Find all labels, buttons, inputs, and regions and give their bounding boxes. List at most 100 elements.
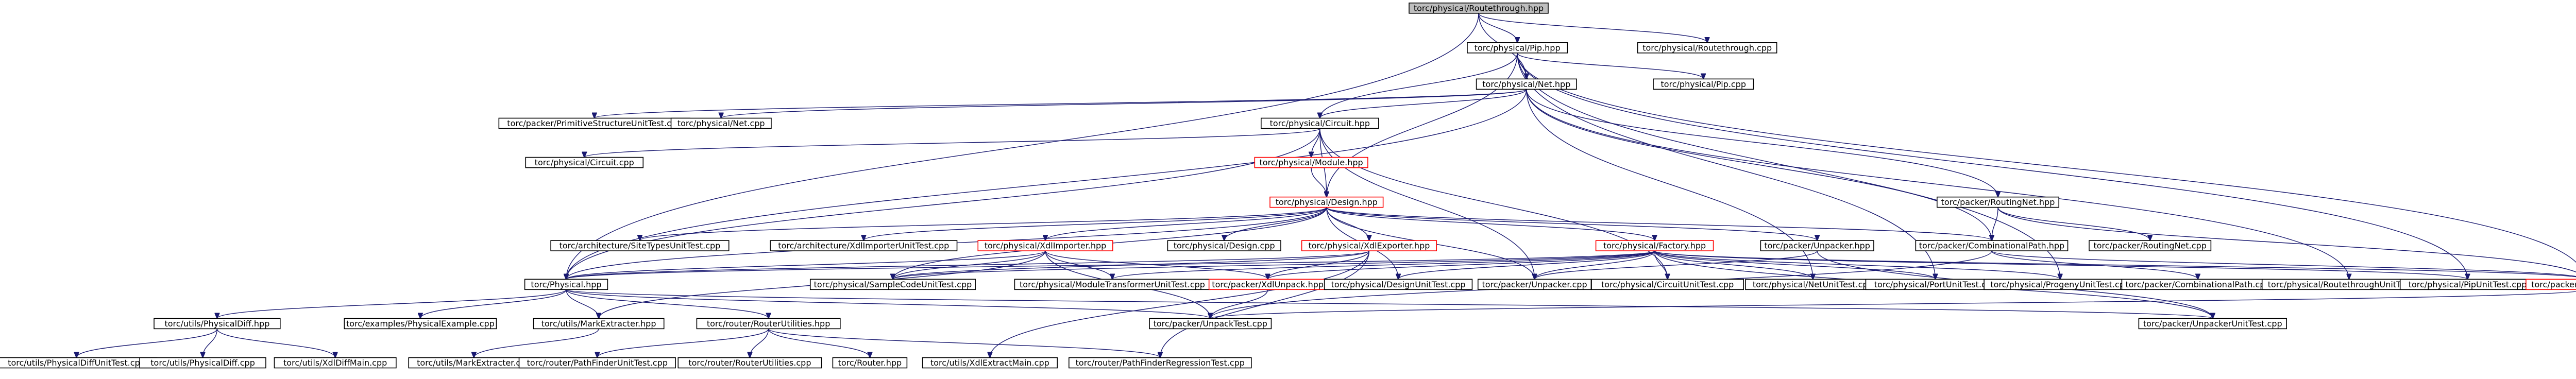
node-label: torc/physical/Factory.hpp [1603, 241, 1706, 251]
file-node-xdlimp-ut[interactable]: torc/architecture/XdlImporterUnitTest.cp… [770, 240, 958, 251]
file-node-physdiff-hpp[interactable]: torc/utils/PhysicalDiff.hpp [154, 318, 281, 330]
file-node-rt-hpp[interactable]: torc/physical/Routethrough.hpp [1409, 2, 1549, 14]
node-box [809, 279, 976, 290]
node-label: torc/physical/XdlImporter.hpp [985, 241, 1107, 251]
node-label: torc/physical/Circuit.cpp [535, 158, 634, 167]
edge-physdiff-hpp-to-physdiff-cpp [203, 329, 218, 357]
file-node-rt-ut[interactable]: torc/physical/RoutethroughUnitTest.cpp [2261, 279, 2436, 290]
file-node-factory-hpp[interactable]: torc/physical/Factory.hpp [1595, 240, 1714, 251]
node-box [550, 240, 730, 251]
edge-factory-hpp-to-progeny-ut [1654, 250, 2060, 279]
node-label: torc/physical/CircuitUnitTest.cpp [1601, 280, 1734, 289]
file-node-xdlexp-hpp[interactable]: torc/physical/XdlExporter.hpp [1301, 240, 1437, 251]
node-label: torc/physical/SampleCodeUnitTest.cpp [814, 280, 972, 289]
node-box [1409, 2, 1549, 14]
node-label: torc/utils/XdlDiffMain.cpp [283, 358, 387, 368]
file-node-pip-hpp[interactable]: torc/physical/Pip.hpp [1467, 42, 1568, 54]
file-node-pathfinder-ut[interactable]: torc/router/PathFinderUnitTest.cpp [518, 357, 676, 369]
edge-factory-hpp-to-modtrans-ut [1112, 250, 1655, 279]
node-box [1467, 42, 1568, 54]
node-box [1915, 240, 2069, 251]
node-label: torc/utils/MarkExtracter.hpp [541, 319, 656, 329]
file-node-routerutil-cpp[interactable]: torc/router/RouterUtilities.cpp [677, 357, 822, 369]
file-node-design-cpp[interactable]: torc/physical/Design.cpp [1167, 240, 1281, 251]
edge-net-hpp-to-net-cpp [721, 89, 1527, 118]
edge-physical-hpp-to-routerutil-hpp [566, 289, 769, 318]
node-box [274, 357, 397, 369]
edge-net-hpp-to-combpath-hpp [1526, 89, 1992, 240]
file-node-physdiff-cpp[interactable]: torc/utils/PhysicalDiff.cpp [139, 357, 266, 369]
file-node-rcfactory-hpp[interactable]: torc/packer/RcFactory.hpp [2526, 279, 2576, 290]
file-node-net-cpp[interactable]: torc/physical/Net.cpp [670, 117, 772, 129]
file-node-routingnet-cpp[interactable]: torc/packer/RoutingNet.cpp [2089, 240, 2212, 251]
file-node-circuit-ut[interactable]: torc/physical/CircuitUnitTest.cpp [1591, 279, 1744, 290]
node-label: torc/packer/RoutingNet.hpp [1941, 197, 2055, 207]
file-node-samplecode-ut[interactable]: torc/physical/SampleCodeUnitTest.cpp [809, 279, 976, 290]
node-label: torc/packer/RcFactory.hpp [2531, 280, 2576, 289]
file-node-unpack-ut[interactable]: torc/packer/UnpackTest.cpp [1149, 318, 1272, 330]
file-node-router-hpp[interactable]: torc/Router.hpp [832, 357, 908, 369]
edge-combpath-hpp-to-rcfactory-hpp [1991, 250, 2576, 277]
node-box [1653, 78, 1754, 90]
edge-xdlimp-hpp-to-modtrans-ut [1045, 250, 1112, 279]
edge-xdlimp-hpp-to-xdlunpack-hpp [1045, 250, 1268, 279]
file-node-xdldiff-cpp[interactable]: torc/utils/XdlDiffMain.cpp [274, 357, 397, 369]
file-node-unpacker-ut[interactable]: torc/packer/UnpackerUnitTest.cpp [2138, 318, 2287, 330]
edge-pip-hpp-to-circuit-hpp [1320, 53, 1518, 118]
file-node-physical-hpp[interactable]: torc/Physical.hpp [524, 279, 608, 290]
node-box [1324, 279, 1473, 290]
file-node-design-hpp[interactable]: torc/physical/Design.hpp [1269, 196, 1384, 208]
node-box [696, 318, 841, 330]
file-node-combpath-cpp[interactable]: torc/packer/CombinationalPath.cpp [2121, 279, 2275, 290]
node-box [1167, 240, 1281, 251]
node-label: torc/physical/PipUnitTest.cpp [2409, 280, 2527, 289]
file-node-markext-hpp[interactable]: torc/utils/MarkExtracter.hpp [533, 318, 665, 330]
file-node-pathfinder-reg[interactable]: torc/router/PathFinderRegressionTest.cpp [1069, 357, 1252, 369]
file-node-unpacker-hpp[interactable]: torc/packer/Unpacker.hpp [1760, 240, 1874, 251]
file-node-design-ut[interactable]: torc/physical/DesignUnitTest.cpp [1324, 279, 1473, 290]
edge-design-hpp-to-unpacker-hpp [1326, 207, 1817, 240]
file-node-rt-cpp[interactable]: torc/physical/Routethrough.cpp [1637, 42, 1777, 54]
file-node-module-hpp[interactable]: torc/physical/Module.hpp [1254, 157, 1368, 168]
file-node-xdlimp-hpp[interactable]: torc/physical/XdlImporter.hpp [977, 240, 1113, 251]
node-label: torc/physical/XdlExporter.hpp [1308, 241, 1430, 251]
file-node-modtrans-ut[interactable]: torc/physical/ModuleTransformerUnitTest.… [1014, 279, 1211, 290]
file-node-routerutil-hpp[interactable]: torc/router/RouterUtilities.hpp [696, 318, 841, 330]
file-node-net-ut[interactable]: torc/physical/NetUnitTest.cpp [1745, 279, 1881, 290]
edge-physical-hpp-to-unpacker-ut [566, 289, 2213, 318]
edge-markext-hpp-to-markext-cpp [474, 329, 599, 357]
edge-factory-hpp-to-port-ut [1654, 250, 1936, 279]
file-node-port-ut[interactable]: torc/physical/PortUnitTest.cpp [1865, 279, 2006, 290]
node-box [832, 357, 908, 369]
node-label: torc/packer/UnpackTest.cpp [1154, 319, 1267, 329]
node-label: torc/physical/Pip.cpp [1660, 79, 1746, 89]
dependency-edges [77, 13, 2576, 358]
edge-design-hpp-to-sitetypes-ut [640, 207, 1327, 240]
node-label: torc/physical/Circuit.hpp [1270, 118, 1370, 128]
edge-physical-hpp-to-unpack-ut [566, 289, 1210, 318]
file-node-routingnet-hpp[interactable]: torc/packer/RoutingNet.hpp [1937, 196, 2060, 208]
file-node-unpacker-cpp[interactable]: torc/packer/Unpacker.cpp [1477, 279, 1592, 290]
node-label: torc/physical/Routethrough.cpp [1642, 43, 1772, 53]
file-node-pip-cpp[interactable]: torc/physical/Pip.cpp [1653, 78, 1754, 90]
file-node-prim-ut[interactable]: torc/packer/PrimitiveStructureUnitTest.c… [498, 117, 690, 129]
node-label: torc/Router.hpp [838, 358, 902, 368]
node-label: torc/physical/Net.cpp [677, 118, 765, 128]
node-label: torc/physical/Pip.hpp [1475, 43, 1561, 53]
file-node-pip-ut[interactable]: torc/physical/PipUnitTest.cpp [2399, 279, 2536, 290]
file-node-circuit-cpp[interactable]: torc/physical/Circuit.cpp [525, 157, 644, 168]
file-node-xdlunpack-hpp[interactable]: torc/packer/XdlUnpack.hpp [1208, 279, 1327, 290]
file-node-combpath-hpp[interactable]: torc/packer/CombinationalPath.hpp [1915, 240, 2069, 251]
edge-xdlexp-hpp-to-xdlunpack-hpp [1268, 250, 1370, 279]
file-node-circuit-hpp[interactable]: torc/physical/Circuit.hpp [1261, 117, 1379, 129]
file-node-physex-cpp[interactable]: torc/examples/PhysicalExample.cpp [344, 318, 497, 330]
file-node-xdlextract-cpp[interactable]: torc/utils/XdlExtractMain.cpp [922, 357, 1058, 369]
edge-net-hpp-to-rt-ut [1526, 89, 2349, 279]
node-box [1301, 240, 1437, 251]
file-node-physdiff-ut[interactable]: torc/utils/PhysicalDiffUnitTest.cpp [0, 357, 158, 369]
edge-factory-hpp-to-pip-ut [1654, 250, 2468, 279]
file-node-progeny-ut[interactable]: torc/physical/ProgenyUnitTest.cpp [1984, 279, 2137, 290]
file-node-net-hpp[interactable]: torc/physical/Net.hpp [1476, 78, 1577, 90]
file-node-markext-cpp[interactable]: torc/utils/MarkExtracter.cpp [408, 357, 540, 369]
file-node-sitetypes-ut[interactable]: torc/architecture/SiteTypesUnitTest.cpp [550, 240, 730, 251]
